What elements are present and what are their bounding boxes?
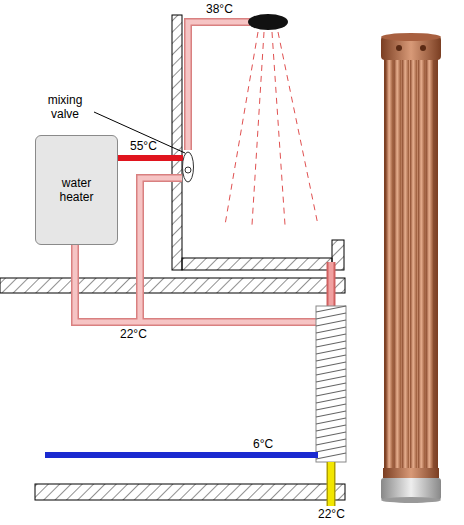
water-heater-box: water heater xyxy=(35,135,118,245)
outlet-pipe xyxy=(327,462,336,506)
coil-line xyxy=(316,383,346,389)
coil-line xyxy=(316,355,346,361)
coil-line xyxy=(316,348,346,354)
temperature-label: 55°C xyxy=(130,140,157,153)
temperature-label: 38°C xyxy=(206,3,233,16)
coil-line xyxy=(316,306,346,312)
copper-exchanger xyxy=(381,33,441,503)
cold-pipe xyxy=(45,452,318,458)
wall xyxy=(172,15,182,270)
coil-line xyxy=(316,376,346,382)
temperature-label: 22°C xyxy=(318,508,345,521)
coil-line xyxy=(316,453,346,459)
valve-outline xyxy=(182,151,194,183)
coil-line xyxy=(316,404,346,410)
coil-line xyxy=(316,327,346,333)
coil-line xyxy=(316,411,346,417)
coil-line xyxy=(316,369,346,375)
coil-line xyxy=(316,341,346,347)
coil-line xyxy=(316,418,346,424)
heat-exchanger xyxy=(316,306,346,462)
node-label: water heater xyxy=(36,136,117,244)
temperature-label: 6°C xyxy=(253,438,273,451)
mixing-valve: mixing valve xyxy=(182,151,194,183)
floor-slab xyxy=(0,278,345,293)
shower-head xyxy=(248,14,288,30)
coil-line xyxy=(316,362,346,368)
coil-line xyxy=(316,313,346,319)
coil-line xyxy=(316,390,346,396)
hot-pipe xyxy=(118,155,183,161)
coil-line xyxy=(316,446,346,452)
coil-line xyxy=(316,425,346,431)
coil-hatching xyxy=(316,306,346,459)
coil-line xyxy=(316,334,346,340)
coil-line xyxy=(316,397,346,403)
shower-tray xyxy=(182,258,332,270)
coil-line xyxy=(316,320,346,326)
coil-line xyxy=(316,439,346,445)
coil-line xyxy=(316,432,346,438)
water-spray xyxy=(225,32,318,225)
outlet-pipe-fill xyxy=(328,462,334,506)
callout-label: mixing valve xyxy=(35,93,95,121)
temperature-label: 22°C xyxy=(120,328,147,341)
lower-floor-slab xyxy=(35,484,345,500)
